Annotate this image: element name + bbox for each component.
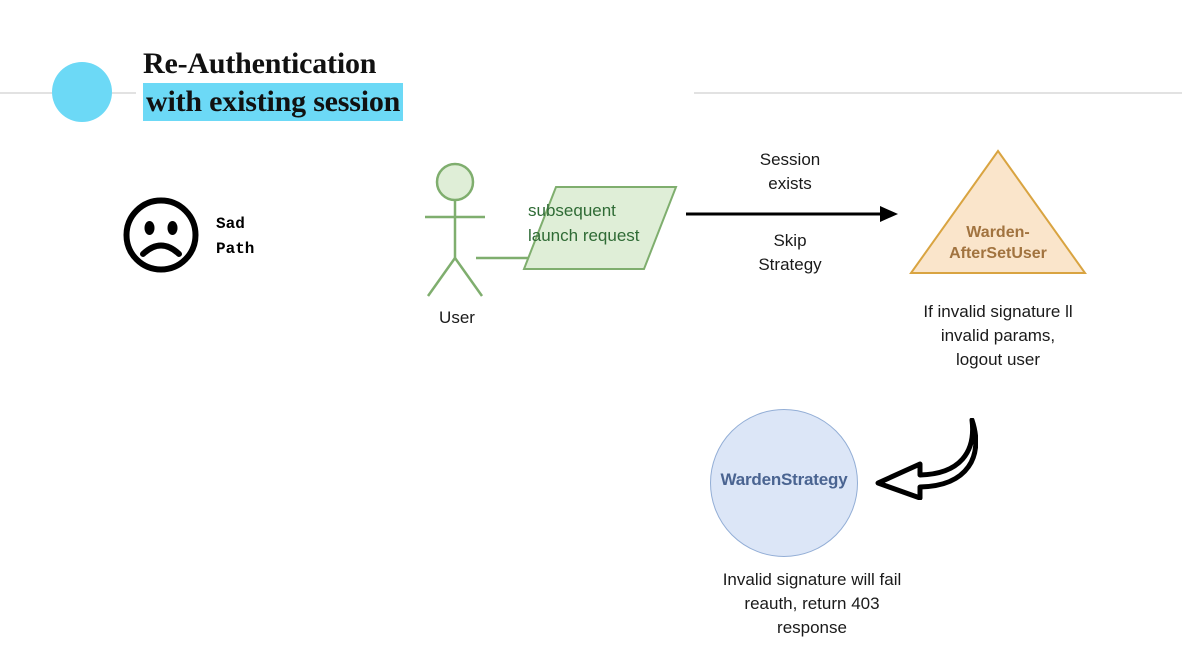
sad-path-label-line-2: Path <box>216 240 255 258</box>
warden-strategy-caption-line-3: response <box>777 618 847 637</box>
page-title-line-2-highlighted: with existing session <box>143 83 404 121</box>
warden-after-set-user-label-line-2: AfterSetUser <box>949 245 1047 262</box>
header-rule-right <box>694 92 1182 94</box>
right-arrow-icon <box>686 206 898 222</box>
flow-label-below: Skip Strategy <box>700 229 880 277</box>
warden-after-set-user-caption-line-3: logout user <box>955 350 1041 369</box>
request-label: subsequent launch request <box>528 198 668 248</box>
actor-label: User <box>439 308 475 327</box>
warden-strategy-caption: Invalid signature will fail reauth, retu… <box>662 568 962 640</box>
flow-label-above: Session exists <box>700 148 880 196</box>
request-label-line-2: launch request <box>528 226 640 245</box>
sad-path-label-line-1: Sad <box>216 215 245 233</box>
warden-after-set-user-caption-line-1: If invalid signature ll <box>923 302 1073 321</box>
curved-arrow-icon <box>875 418 978 500</box>
warden-after-set-user-caption: If invalid signature ll invalid params, … <box>898 300 1098 372</box>
sad-path-label: Sad Path <box>216 212 336 262</box>
warden-after-set-user-caption-line-2: invalid params, <box>940 326 1056 345</box>
sad-face-icon <box>123 197 199 273</box>
warden-strategy-caption-line-2: reauth, return 403 <box>744 594 880 613</box>
stick-figure-icon <box>425 162 530 297</box>
flow-label-above-line-2: exists <box>768 174 812 193</box>
flow-label-below-line-1: Skip <box>773 231 807 250</box>
warden-strategy-label: WardenStrategy <box>720 470 848 489</box>
page-title: Re-Authentication with existing session <box>143 45 663 121</box>
warden-after-set-user-label: Warden- AfterSetUser <box>918 222 1078 264</box>
flow-label-above-line-1: Session <box>759 150 821 169</box>
page-title-line-1: Re-Authentication <box>143 47 377 80</box>
request-parallelogram <box>522 186 678 270</box>
request-label-line-1: subsequent <box>528 201 616 220</box>
warden-after-set-user-triangle <box>909 149 1087 274</box>
flow-label-below-line-2: Strategy <box>758 255 822 274</box>
warden-strategy-circle <box>710 409 858 557</box>
warden-strategy-caption-line-1: Invalid signature will fail <box>722 570 902 589</box>
warden-after-set-user-label-line-1: Warden- <box>966 224 1030 241</box>
header-bullet-icon <box>52 62 112 122</box>
